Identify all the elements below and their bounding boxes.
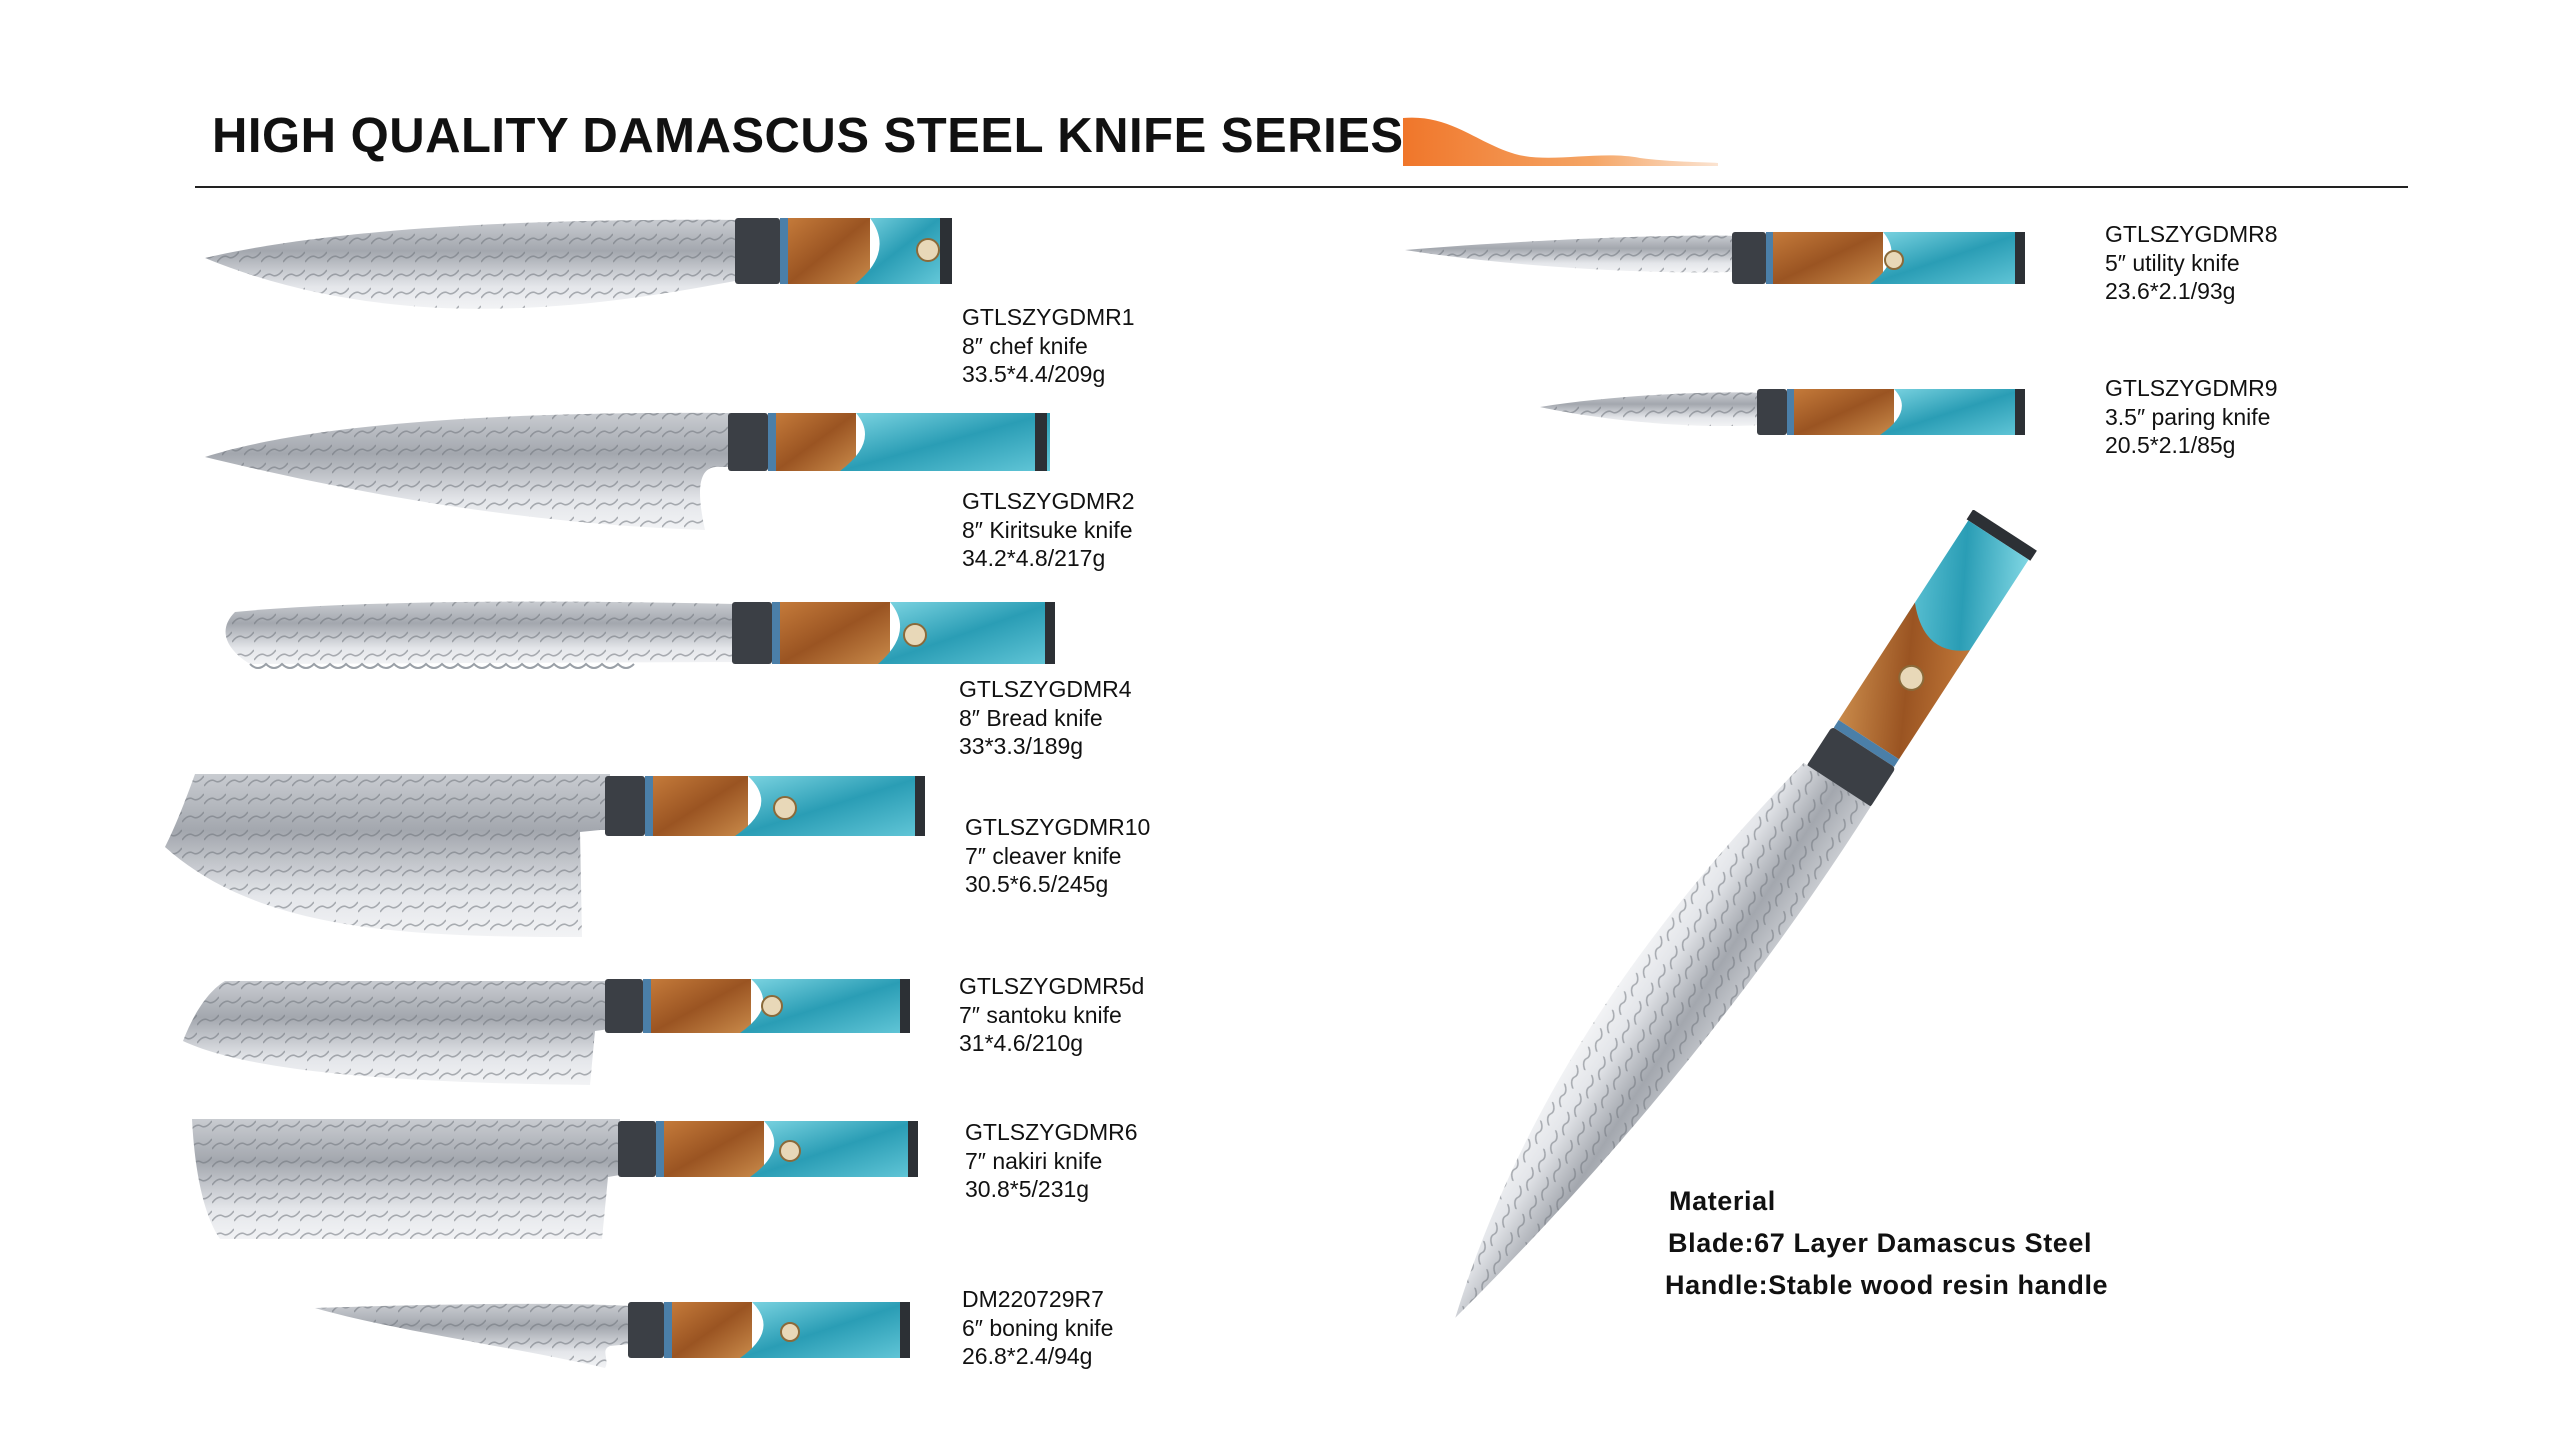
knife-name: 7″ santoku knife: [959, 1001, 1122, 1028]
header-divider: [195, 186, 2408, 188]
knife-spec: 31*4.6/210g: [959, 1030, 1084, 1056]
featured-chef-knife-image: [1455, 510, 2037, 1318]
material-handle: Handle:Stable wood resin handle: [1665, 1270, 2109, 1300]
knife-name: 7″ cleaver knife: [965, 842, 1122, 869]
knife-spec: 26.8*2.4/94g: [962, 1343, 1093, 1369]
knife-label-kiritsuke: GTLSZYGDMR2 8″ Kiritsuke knife 34.2*4.8/…: [962, 487, 1135, 573]
material-info: Material Blade:67 Layer Damascus Steel H…: [1665, 1180, 2108, 1306]
knife-label-utility: GTLSZYGDMR8 5″ utility knife 23.6*2.1/93…: [2105, 220, 2278, 306]
knife-code: GTLSZYGDMR9: [2105, 375, 2278, 401]
knife-code: GTLSZYGDMR1: [962, 304, 1135, 330]
knife-code: GTLSZYGDMR8: [2105, 221, 2278, 247]
cleaver-knife-image: [165, 774, 925, 937]
knife-label-bread: GTLSZYGDMR4 8″ Bread knife 33*3.3/189g: [959, 675, 1132, 761]
knife-code: GTLSZYGDMR6: [965, 1119, 1138, 1145]
knife-code: GTLSZYGDMR2: [962, 488, 1135, 514]
knife-label-paring: GTLSZYGDMR9 3.5″ paring knife 20.5*2.1/8…: [2105, 374, 2278, 460]
knife-label-santoku: GTLSZYGDMR5d 7″ santoku knife 31*4.6/210…: [959, 972, 1144, 1058]
knife-label-cleaver: GTLSZYGDMR10 7″ cleaver knife 30.5*6.5/2…: [965, 813, 1150, 899]
boning-knife-image: [315, 1302, 910, 1368]
knife-name: 6″ boning knife: [962, 1314, 1114, 1341]
knife-name: 8″ chef knife: [962, 332, 1088, 359]
bread-knife-image: [225, 601, 1055, 669]
utility-knife-image: [1405, 232, 2025, 284]
knife-spec: 30.5*6.5/245g: [965, 871, 1109, 897]
knife-code: DM220729R7: [962, 1286, 1104, 1312]
page-title: HIGH QUALITY DAMASCUS STEEL KNIFE SERIES: [212, 109, 1404, 163]
knife-label-boning: DM220729R7 6″ boning knife 26.8*2.4/94g: [962, 1285, 1113, 1371]
knife-spec: 30.8*5/231g: [965, 1176, 1090, 1202]
knife-name: 8″ Kiritsuke knife: [962, 516, 1133, 543]
knife-spec: 34.2*4.8/217g: [962, 545, 1106, 571]
paring-knife-image: [1540, 389, 2025, 435]
knife-code: GTLSZYGDMR10: [965, 814, 1151, 840]
knife-spec: 33*3.3/189g: [959, 733, 1084, 759]
knife-name: 8″ Bread knife: [959, 704, 1103, 731]
knife-name: 3.5″ paring knife: [2105, 403, 2271, 430]
knife-spec: 23.6*2.1/93g: [2105, 278, 2236, 304]
kiritsuke-knife-image: [205, 412, 1050, 530]
material-blade: Blade:67 Layer Damascus Steel: [1668, 1228, 2093, 1258]
nakiri-knife-image: [192, 1119, 918, 1239]
knife-label-chef: GTLSZYGDMR1 8″ chef knife 33.5*4.4/209g: [962, 303, 1135, 389]
knife-name: 7″ nakiri knife: [965, 1147, 1103, 1174]
knife-label-nakiri: GTLSZYGDMR6 7″ nakiri knife 30.8*5/231g: [965, 1118, 1138, 1204]
knife-code: GTLSZYGDMR4: [959, 676, 1132, 702]
material-heading: Material: [1669, 1186, 1776, 1216]
orange-wave-decoration: [1403, 117, 1718, 166]
knife-code: GTLSZYGDMR5d: [959, 973, 1145, 999]
knife-spec: 20.5*2.1/85g: [2105, 432, 2236, 458]
santoku-knife-image: [183, 979, 910, 1085]
knife-spec: 33.5*4.4/209g: [962, 361, 1106, 387]
chef-knife-image: [205, 218, 952, 309]
knife-name: 5″ utility knife: [2105, 249, 2240, 276]
